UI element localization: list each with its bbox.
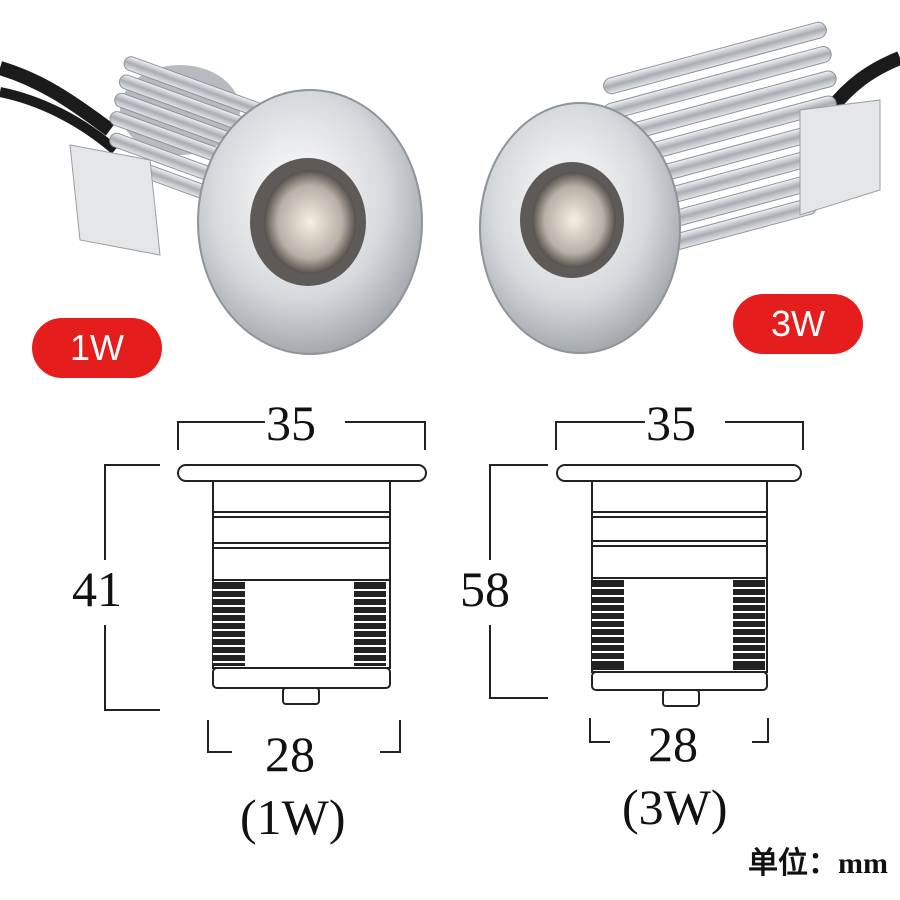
dim-3w-power: (3W) [622, 779, 728, 835]
dim-3w-top-width: 35 [646, 395, 696, 451]
power-badge-1w: 1W [32, 318, 162, 378]
lamp-1w-photo [0, 56, 423, 355]
dim-1w-top-width: 35 [266, 395, 316, 451]
dim-1w-power: (1W) [240, 789, 346, 845]
dim-1w-height: 41 [72, 561, 122, 617]
dim-1w-bottom-width: 28 [265, 726, 315, 782]
product-photos [0, 21, 900, 355]
drawing-3w [489, 421, 804, 743]
unit-label: 单位：mm [748, 847, 888, 880]
dim-3w-bottom-width: 28 [648, 716, 698, 772]
dim-3w-height: 58 [460, 561, 510, 617]
fins-3w [592, 580, 765, 670]
fins-1w [213, 582, 386, 666]
power-badge-3w: 3W [733, 294, 863, 354]
lamp-3w-photo [479, 21, 900, 354]
